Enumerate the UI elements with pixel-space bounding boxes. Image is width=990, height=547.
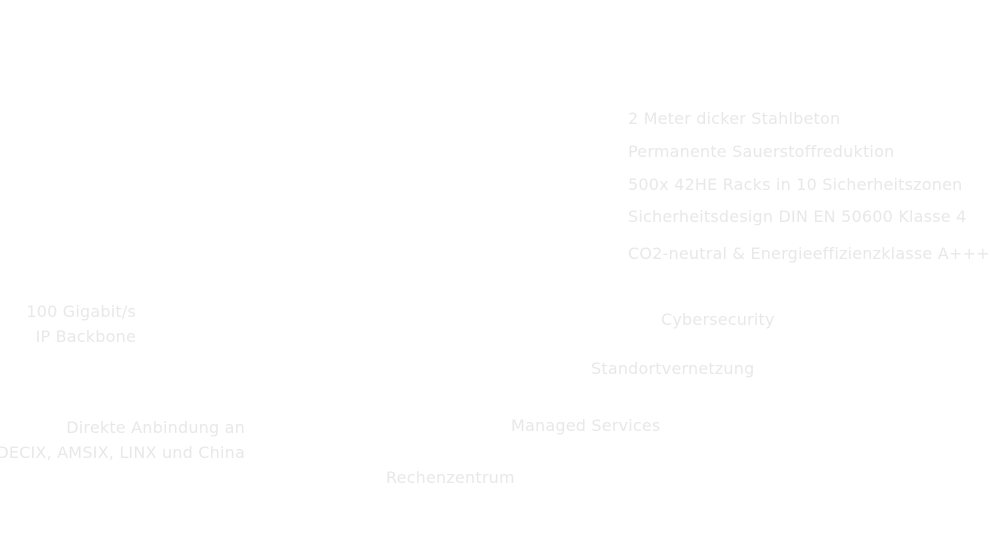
- feature-racks: 500x 42HE Racks in 10 Sicherheitszonen: [628, 175, 963, 194]
- feature-stahlbeton: 2 Meter dicker Stahlbeton: [628, 109, 841, 128]
- service-standortvernetzung: Standortvernetzung: [591, 359, 755, 378]
- service-cybersecurity: Cybersecurity: [661, 310, 775, 329]
- connection-label-line1: Direkte Anbindung an: [66, 418, 245, 437]
- connection-label-line2: DECIX, AMSIX, LINX und China: [0, 443, 245, 462]
- backbone-label-line1: 100 Gigabit/s: [26, 302, 136, 321]
- service-rechenzentrum: Rechenzentrum: [386, 468, 515, 487]
- backbone-label-line2: IP Backbone: [35, 327, 136, 346]
- service-managed-services: Managed Services: [511, 416, 661, 435]
- feature-co2-neutral: CO2-neutral & Energieeffizienzklasse A++…: [628, 244, 990, 263]
- feature-sauerstoffreduktion: Permanente Sauerstoffreduktion: [628, 142, 895, 161]
- feature-sicherheitsdesign: Sicherheitsdesign DIN EN 50600 Klasse 4: [628, 207, 967, 226]
